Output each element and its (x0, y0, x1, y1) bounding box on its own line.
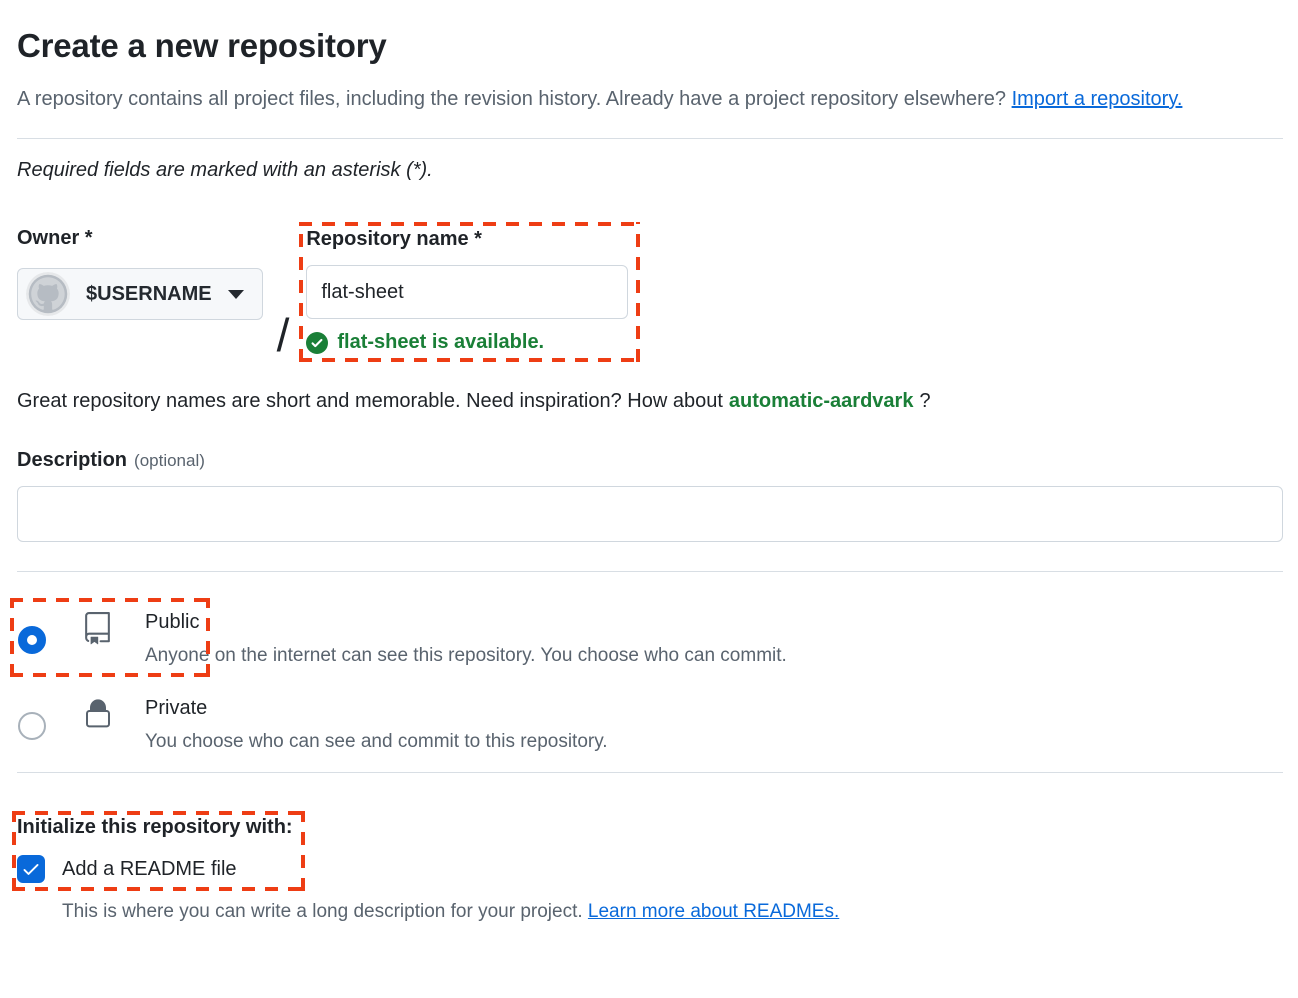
visibility-divider (17, 772, 1283, 773)
availability-text: flat-sheet is available. (337, 331, 545, 353)
owner-label: Owner * (17, 227, 93, 249)
readme-row: Add a README file (17, 855, 293, 883)
repo-book-icon (81, 612, 143, 650)
visibility-option-public: Public Anyone on the internet can see th… (10, 598, 1283, 677)
page-title: Create a new repository (17, 27, 387, 64)
private-radio[interactable] (18, 712, 46, 740)
suggested-name-link[interactable]: automatic-aardvark (728, 390, 914, 412)
intro-paragraph: A repository contains all project files,… (17, 80, 1232, 118)
private-option-text: Private You choose who can see and commi… (145, 696, 608, 754)
readme-checkbox[interactable] (17, 855, 45, 883)
public-option-title[interactable]: Public (145, 611, 200, 633)
readme-note-text: This is where you can write a long descr… (62, 901, 583, 922)
avatar (26, 272, 70, 316)
suggestion-question-mark: ? (919, 390, 931, 412)
visibility-option-private: Private You choose who can see and commi… (17, 696, 1283, 754)
chevron-down-icon (227, 289, 244, 299)
public-option-description: Anyone on the internet can see this repo… (145, 645, 787, 666)
owner-repo-row: Owner * $USERNAME / Repository name * fl… (17, 222, 1283, 362)
repo-name-annotation-box: Repository name * flat-sheet is availabl… (299, 222, 640, 362)
readme-checkbox-label[interactable]: Add a README file (62, 857, 237, 880)
owner-repo-separator: / (276, 309, 290, 361)
availability-message: flat-sheet is available. (306, 331, 628, 354)
description-field: Description (optional) (17, 448, 1283, 542)
owner-selected-value: $USERNAME (86, 282, 212, 305)
lock-icon (81, 698, 143, 735)
owner-field: Owner * $USERNAME (17, 226, 263, 321)
initialize-annotation-box: Initialize this repository with: Add a R… (12, 811, 305, 891)
description-input[interactable] (17, 486, 1283, 542)
name-suggestion-line: Great repository names are short and mem… (17, 389, 1283, 414)
readme-note: This is where you can write a long descr… (62, 900, 1283, 924)
check-icon (23, 864, 39, 875)
owner-dropdown-button[interactable]: $USERNAME (17, 268, 263, 320)
header-divider (17, 138, 1283, 139)
create-repository-page: Create a new repository A repository con… (0, 26, 1298, 924)
initialize-heading: Initialize this repository with: (17, 816, 293, 838)
private-option-title[interactable]: Private (145, 697, 208, 719)
public-option-text: Public Anyone on the internet can see th… (145, 610, 787, 668)
check-circle-icon (306, 331, 329, 354)
learn-more-readmes-link[interactable]: Learn more about READMEs. (587, 901, 840, 922)
description-divider (17, 571, 1283, 572)
repo-name-label: Repository name * (306, 228, 482, 250)
intro-text: A repository contains all project files,… (17, 88, 1007, 110)
import-repository-link[interactable]: Import a repository. (1011, 88, 1183, 110)
description-label: Description (17, 449, 128, 471)
public-radio[interactable] (18, 626, 46, 654)
description-optional-hint: (optional) (134, 451, 205, 470)
required-fields-note: Required fields are marked with an aster… (17, 159, 433, 181)
repo-name-input[interactable] (306, 265, 629, 319)
private-option-description: You choose who can see and commit to thi… (145, 731, 608, 752)
suggestion-text: Great repository names are short and mem… (17, 390, 723, 412)
